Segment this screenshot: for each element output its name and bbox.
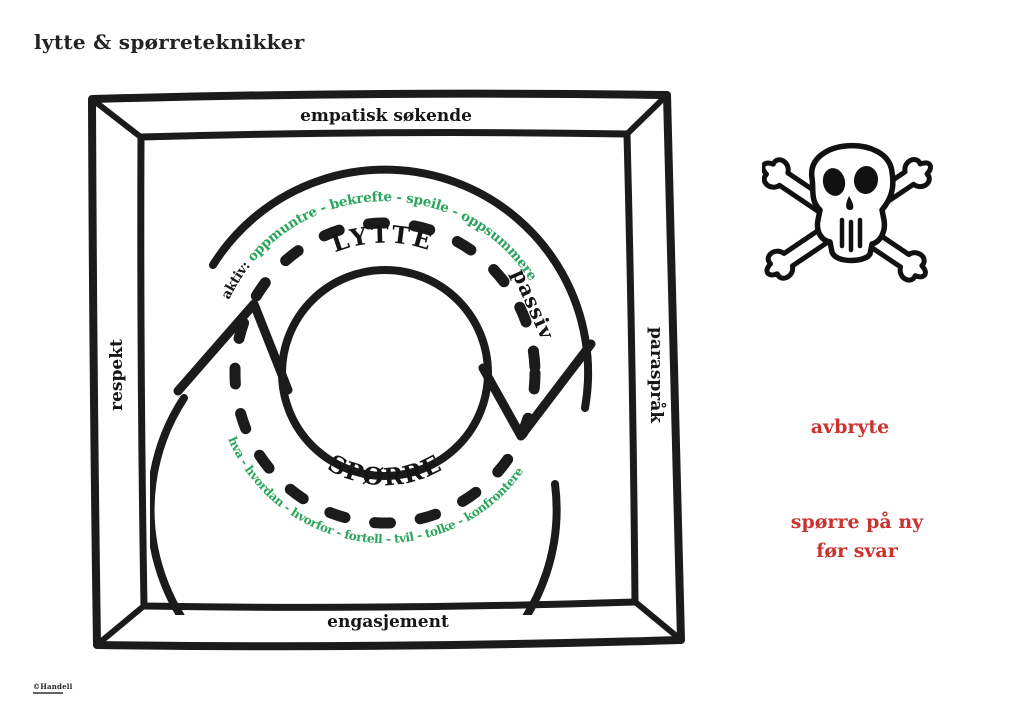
frame-corner-tl <box>90 97 145 141</box>
passiv-label: passiv <box>507 265 559 343</box>
ring-inner-circle <box>278 266 492 480</box>
skull-eye-left <box>822 168 846 196</box>
skull-teeth <box>839 217 863 253</box>
arrow-up-icon <box>173 299 293 396</box>
ring-dashed-line <box>229 217 541 529</box>
logo-text: ©Handell <box>33 682 73 691</box>
frame-label-top: empatisk søkende <box>300 106 472 126</box>
warning-line-2: før svar <box>816 540 898 562</box>
frame-label-left: respekt <box>107 339 127 411</box>
warning-line-1: spørre på ny <box>790 511 924 533</box>
skull-nose <box>846 196 854 210</box>
frame-label-right: paraspråk <box>646 326 666 424</box>
warning-avbryte: avbryte <box>810 416 890 438</box>
ring-outer-top-arc <box>209 165 593 412</box>
aktiv-label: aktiv: <box>218 258 253 301</box>
warning-sporre-pa-ny: spørre på ny før svar <box>791 508 923 566</box>
logo-tagline-bar <box>33 691 63 694</box>
cycle-diagram: aktiv: oppmuntre - bekrefte - speile - o… <box>150 165 596 615</box>
arrow-down-icon <box>478 339 596 441</box>
skull-eye-right <box>853 166 879 194</box>
sporre-label: SPØRRE <box>323 448 446 491</box>
page-title: lytte & spørreteknikker <box>34 30 305 54</box>
logo: ©Handell <box>33 683 73 694</box>
frame-corner-tr <box>623 93 669 138</box>
frame-corner-bl <box>95 602 148 647</box>
frame-label-bottom: engasjement <box>327 612 449 632</box>
lytte-label: LYTTE <box>327 219 437 258</box>
frame-corner-br <box>631 598 683 642</box>
skull-and-crossbones-icon <box>762 142 933 283</box>
ring-outer-bottom-arc <box>150 394 561 615</box>
